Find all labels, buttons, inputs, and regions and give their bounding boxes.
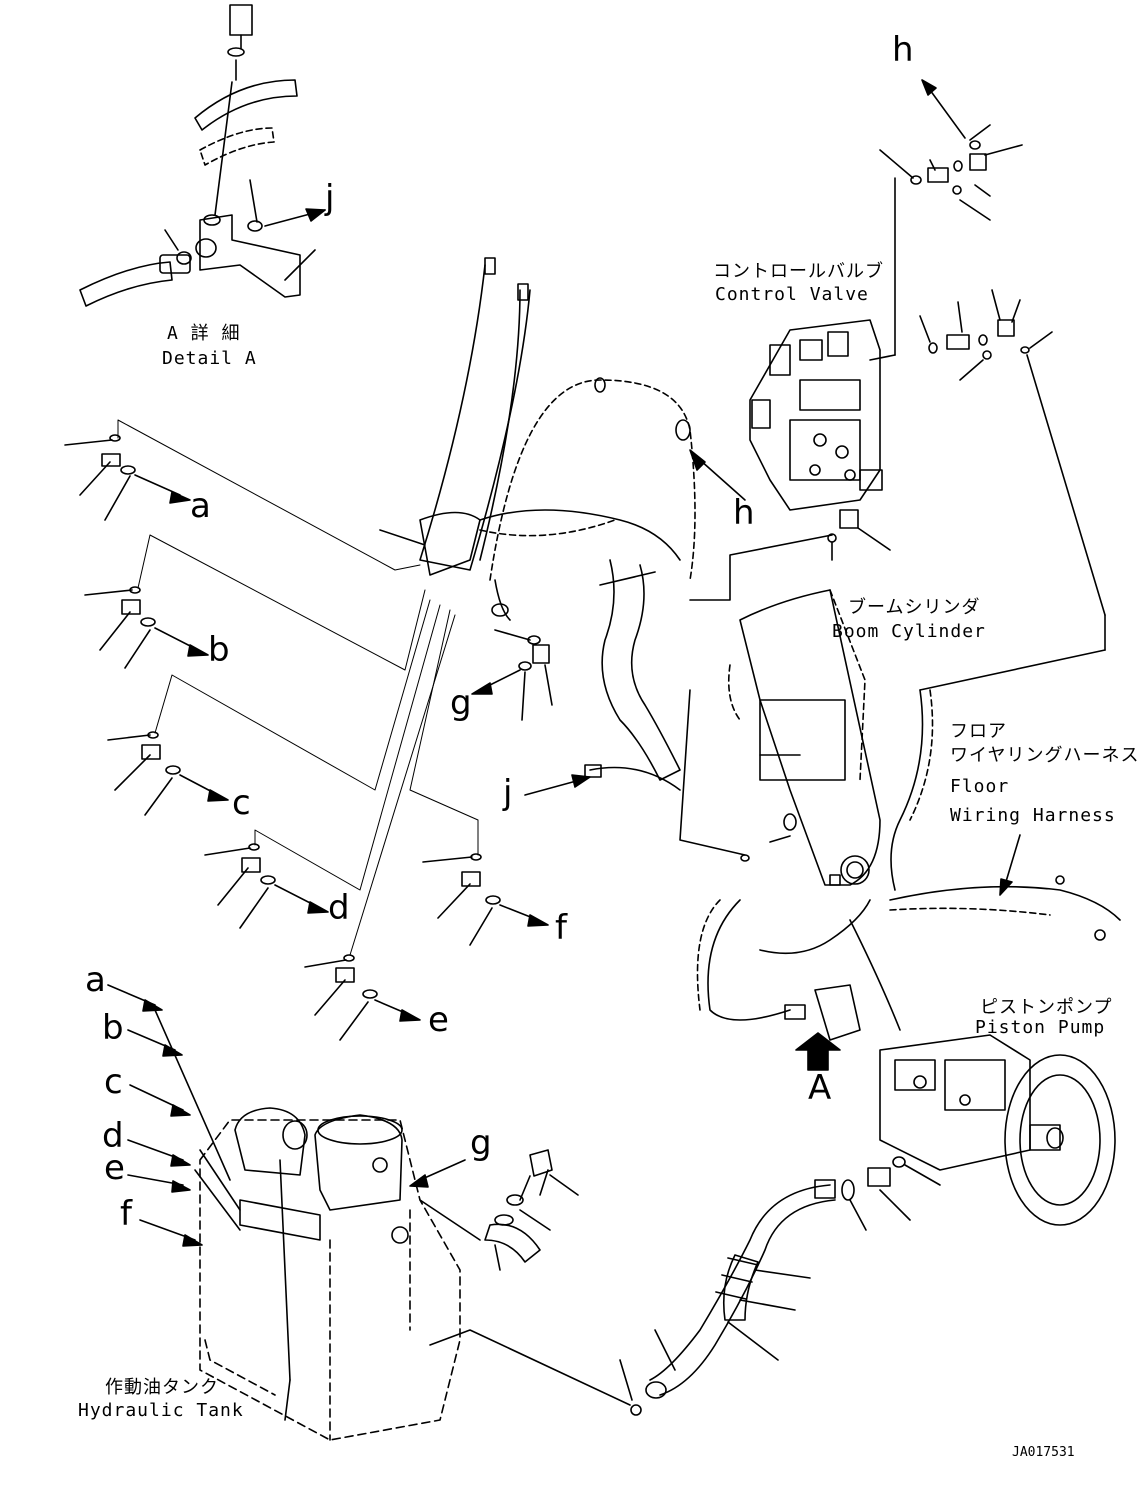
fitting-group-left [64,434,549,1041]
floor-harness [889,689,1121,941]
callout-g-tank: g [470,1123,492,1163]
callout-b-upper: b [208,630,230,670]
boom-cylinder-label-en: Boom Cylinder [832,621,986,642]
hydraulic-tank-body [199,1119,461,1441]
suction-hose [429,1179,836,1416]
callout-h-upper: h [892,30,914,70]
callout-c-upper: c [232,783,251,823]
tank-top-equipment [194,1107,481,1421]
callout-c-tank: c [104,1062,123,1102]
floor-label-jp: フロア [950,721,1007,742]
center-hose-bundle [379,257,746,796]
leader-lines [117,419,479,956]
wiring-harness-label-jp: ワイヤリングハーネス [950,745,1137,766]
control-valve-label-en: Control Valve [715,284,869,305]
detail-a-label-en: Detail A [162,348,257,369]
piston-pump-label-jp: ピストンポンプ [980,997,1113,1018]
piston-pump-label-en: Piston Pump [975,1017,1106,1038]
callout-detail-a: A [808,1068,832,1108]
callout-f-tank: f [120,1194,132,1234]
callout-a-upper: a [190,486,211,526]
callout-j-lower: j [503,773,513,813]
callout-g-upper: g [450,683,472,723]
control-valve-label-jp: コントロールバルブ [713,261,884,282]
detail-a-assembly [79,4,326,307]
tank-leader-arrows [107,984,466,1247]
pump-area-hoses [696,899,901,1071]
callout-j-upper: j [325,178,335,218]
callout-a-tank: a [85,960,106,1000]
drawing-code: JA017531 [1012,1445,1075,1460]
wiring-harness-label-en: Wiring Harness [950,805,1116,826]
hydraulic-tank-label-en: Hydraulic Tank [78,1400,244,1421]
detail-a-label-jp: A 詳 細 [167,323,241,344]
callout-e-tank: e [104,1148,125,1188]
callout-e-upper: e [428,1000,449,1040]
callout-f-upper: f [555,908,567,948]
boom-cylinder-label-jp: ブームシリンダ [848,597,981,618]
callout-d-upper: d [328,888,350,928]
callout-d-tank: d [102,1116,124,1156]
piston-pump-body [841,1034,1116,1231]
callout-h-lower: h [733,493,755,533]
tank-clamp-bolt [484,1149,579,1271]
callout-b-tank: b [102,1008,124,1048]
control-valve-body [689,79,1106,691]
boom-cylinder-body [679,589,881,886]
floor-label-en: Floor [950,776,1010,797]
hydraulic-tank-label-jp: 作動油タンク [105,1377,219,1398]
